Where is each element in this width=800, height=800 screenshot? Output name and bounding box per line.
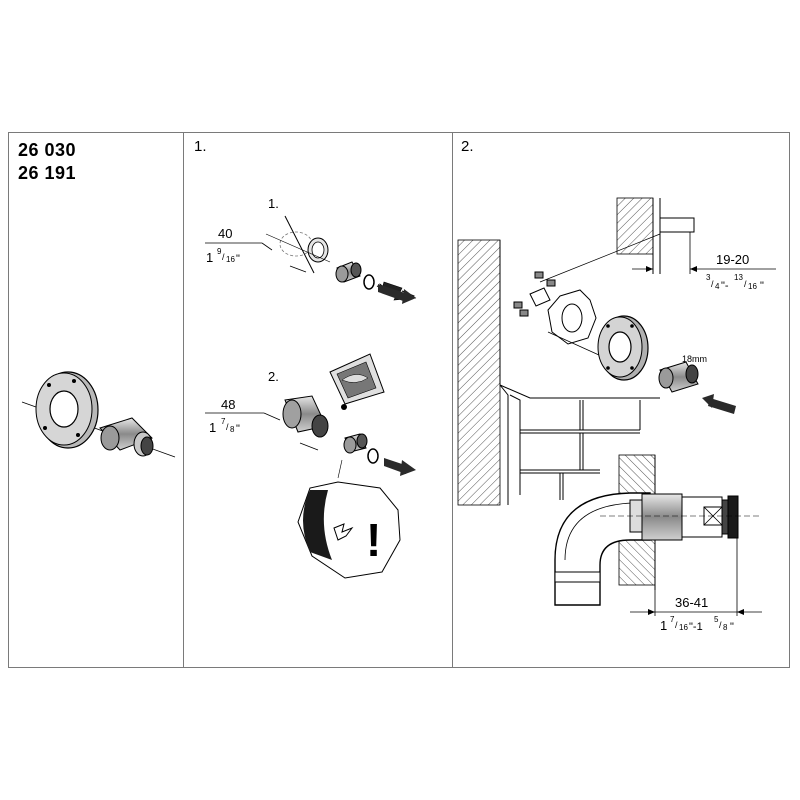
- product-overview: [21, 371, 176, 458]
- cartridge-18mm: [658, 361, 699, 393]
- len-a-den: 16: [679, 623, 688, 632]
- rosette-plate: [597, 315, 649, 381]
- panel2-wall-install: 19-20 3 / 4 "- 13 / 16 ": [457, 197, 776, 633]
- wrench-size-label: 18mm: [682, 354, 707, 364]
- svg-text:/: /: [711, 279, 714, 289]
- sub2-dim-num: 7: [221, 417, 226, 426]
- model-number-1: 26 030: [18, 140, 77, 160]
- depth-b-num: 13: [734, 273, 743, 282]
- sub1-dim-whole: 1: [206, 250, 213, 265]
- warning-icon: !: [366, 514, 381, 566]
- depth-sep: "-: [721, 280, 729, 292]
- model-number-2: 26 191: [18, 163, 77, 183]
- svg-text:/: /: [744, 279, 747, 289]
- sub2-dim-whole: 1: [209, 420, 216, 435]
- depth-a-num: 3: [706, 273, 711, 282]
- len-a-num: 7: [670, 615, 675, 624]
- panel1-step-label: 1.: [194, 138, 207, 155]
- sub1-dim-den: 16: [226, 255, 235, 264]
- substep2-label: 2.: [268, 369, 279, 384]
- mounting-bracket: [547, 289, 597, 345]
- inserted-cartridge: [600, 493, 760, 541]
- len-whole-a: 1: [660, 618, 667, 633]
- len-inch-mark: ": [730, 621, 734, 633]
- panel-divider-1: [183, 132, 184, 668]
- svg-text:/: /: [719, 620, 722, 630]
- depth-inch-mark: ": [760, 280, 764, 292]
- depth-b-den: 16: [748, 282, 757, 291]
- substep1-label: 1.: [268, 196, 279, 211]
- rotate-arrow-icon: [333, 523, 354, 541]
- wall-section: [457, 239, 501, 506]
- cartridge-part: [99, 417, 154, 457]
- len-b-num: 5: [714, 615, 719, 624]
- svg-text:/: /: [226, 422, 229, 432]
- panel-divider-2: [452, 132, 453, 668]
- sub2-dim-den: 8: [230, 425, 235, 434]
- diagram-frame: [8, 132, 790, 668]
- svg-text:/: /: [222, 252, 225, 262]
- sub1-inch-mark: ": [236, 253, 240, 265]
- len-dim-metric: 36-41: [675, 595, 708, 610]
- sub1-dim-num: 9: [217, 247, 222, 256]
- depth-dim-metric: 19-20: [716, 252, 749, 267]
- sub1-dim-metric: 40: [218, 226, 232, 241]
- wall-pipe: [659, 217, 695, 233]
- sealant-package: [329, 353, 385, 410]
- warning-callout: !: [297, 459, 401, 579]
- panel1-substep2: 2. 48 1 7 / 8 " !: [205, 353, 416, 579]
- elbow-fitting: [554, 492, 651, 606]
- len-sep: "-1: [689, 621, 703, 633]
- wall-tiles: [499, 384, 641, 505]
- svg-text:/: /: [675, 620, 678, 630]
- len-b-den: 8: [723, 623, 728, 632]
- panel1-substep1: 1. 40 1 9 / 16 ": [205, 196, 417, 304]
- panel2-step-label: 2.: [461, 138, 474, 155]
- sub2-inch-mark: ": [236, 423, 240, 435]
- screws: [513, 271, 556, 317]
- sub2-dim-metric: 48: [221, 397, 235, 412]
- depth-a-den: 4: [715, 282, 720, 291]
